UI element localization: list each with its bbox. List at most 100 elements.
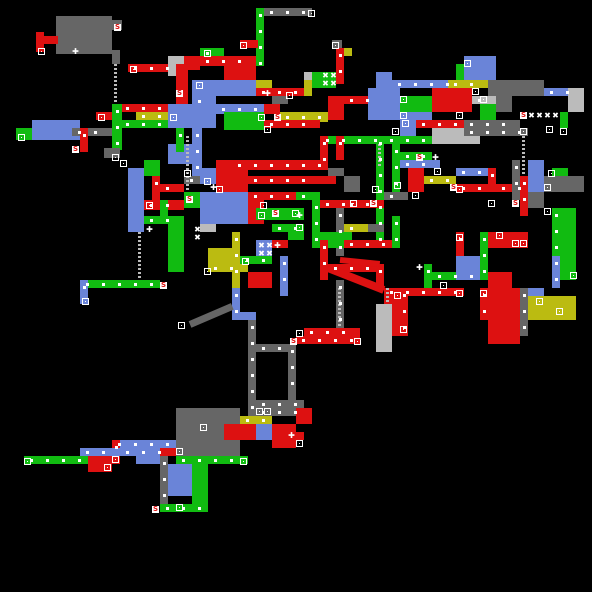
map-room[interactable]: [432, 88, 472, 112]
map-room[interactable]: [544, 88, 576, 96]
map-room[interactable]: [464, 120, 520, 128]
map-room[interactable]: [192, 80, 256, 96]
map-room[interactable]: [208, 264, 248, 272]
map-room[interactable]: [160, 200, 168, 216]
map-room[interactable]: [488, 168, 496, 192]
map-room[interactable]: [344, 200, 384, 208]
map-room[interactable]: [24, 456, 88, 464]
map-room[interactable]: [248, 272, 272, 288]
map-room[interactable]: [216, 160, 232, 192]
map-room[interactable]: [264, 104, 280, 114]
map-room[interactable]: [488, 272, 512, 288]
map-room[interactable]: [160, 448, 176, 456]
map-room[interactable]: [560, 112, 568, 128]
map-room[interactable]: [456, 184, 488, 192]
map-room[interactable]: [288, 344, 296, 400]
map-room[interactable]: [304, 72, 312, 80]
map-room[interactable]: [504, 304, 520, 344]
map-room[interactable]: [376, 264, 384, 288]
map-room[interactable]: [544, 176, 584, 192]
map-room[interactable]: [200, 192, 248, 224]
map-room[interactable]: [200, 224, 216, 232]
map-room[interactable]: [112, 440, 176, 448]
map-room[interactable]: [248, 320, 256, 424]
map-room[interactable]: [104, 148, 120, 158]
map-room[interactable]: [184, 176, 208, 184]
map-room[interactable]: [512, 160, 520, 200]
map-room[interactable]: [320, 136, 328, 168]
map-room[interactable]: [144, 160, 160, 176]
map-room[interactable]: [344, 176, 360, 192]
map-room[interactable]: [296, 432, 304, 440]
map-room[interactable]: [272, 96, 288, 104]
map-room[interactable]: [320, 176, 336, 184]
map-room[interactable]: [272, 224, 304, 232]
map-room[interactable]: [488, 80, 544, 96]
map-room[interactable]: [224, 112, 264, 130]
map-room[interactable]: [304, 328, 360, 336]
map-room[interactable]: [240, 312, 256, 320]
map-room[interactable]: [384, 192, 408, 200]
map-room[interactable]: [88, 456, 112, 472]
map-room[interactable]: [256, 240, 272, 256]
map-room[interactable]: [192, 96, 216, 106]
map-room[interactable]: [400, 160, 440, 168]
map-room[interactable]: [480, 104, 496, 120]
map-room[interactable]: [416, 96, 432, 112]
map-room[interactable]: [344, 96, 376, 104]
map-room[interactable]: [392, 216, 400, 248]
map-room[interactable]: [224, 424, 256, 440]
map-room[interactable]: [480, 288, 488, 320]
map-room[interactable]: [304, 80, 312, 96]
map-room[interactable]: [256, 80, 272, 88]
map-room[interactable]: [168, 216, 184, 272]
map-room[interactable]: [280, 256, 288, 296]
map-room[interactable]: [232, 168, 248, 192]
map-room[interactable]: [376, 304, 392, 352]
map-room[interactable]: [528, 192, 544, 208]
map-room[interactable]: [424, 264, 432, 288]
map-room[interactable]: [320, 240, 328, 280]
map-room[interactable]: [256, 88, 312, 96]
map-room[interactable]: [184, 56, 200, 70]
map-room[interactable]: [192, 128, 202, 184]
map-room[interactable]: [456, 232, 464, 256]
map-room[interactable]: [328, 168, 344, 176]
map-room[interactable]: [568, 88, 584, 112]
map-room[interactable]: [376, 72, 392, 88]
map-room[interactable]: [232, 160, 328, 170]
map-room[interactable]: [424, 176, 456, 184]
map-room[interactable]: [328, 96, 344, 120]
map-room[interactable]: [344, 224, 368, 232]
map-room[interactable]: [72, 128, 112, 136]
map-room[interactable]: [320, 200, 360, 208]
map-room[interactable]: [496, 96, 512, 112]
map-room[interactable]: [368, 224, 384, 232]
map-room[interactable]: [464, 128, 528, 136]
map-room[interactable]: [160, 184, 184, 192]
map-room[interactable]: [160, 456, 168, 512]
map-room[interactable]: [256, 344, 296, 352]
map-room[interactable]: [200, 48, 224, 58]
map-room[interactable]: [472, 96, 496, 104]
map-room[interactable]: [80, 448, 120, 456]
map-room[interactable]: [392, 312, 408, 336]
map-room[interactable]: [272, 424, 296, 448]
map-room[interactable]: [176, 128, 184, 152]
map-room[interactable]: [296, 408, 312, 424]
map-room[interactable]: [80, 280, 88, 304]
map-room[interactable]: [416, 112, 432, 120]
map-room[interactable]: [36, 32, 44, 52]
map-room[interactable]: [560, 208, 576, 280]
map-room[interactable]: [312, 72, 336, 88]
map-room[interactable]: [400, 96, 416, 112]
map-room[interactable]: [296, 192, 320, 200]
map-room[interactable]: [332, 40, 342, 48]
map-room[interactable]: [248, 176, 320, 184]
map-room[interactable]: [392, 80, 456, 88]
map-room[interactable]: [448, 80, 488, 88]
map-room[interactable]: [336, 48, 344, 84]
map-room[interactable]: [256, 424, 272, 440]
map-room[interactable]: [336, 136, 344, 160]
map-room[interactable]: [32, 120, 80, 140]
